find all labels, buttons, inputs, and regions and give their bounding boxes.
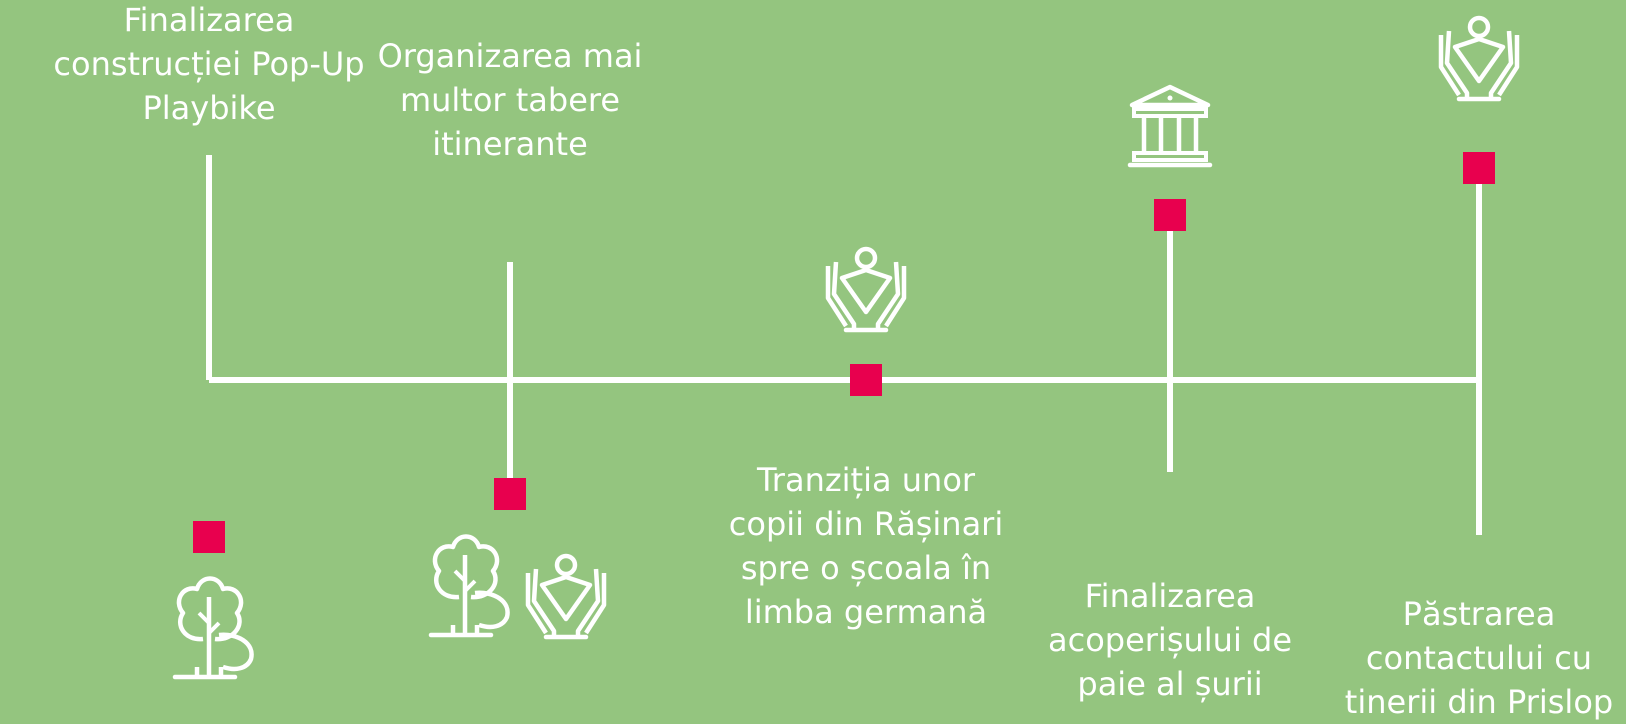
milestone-label-line: copii din Rășinari (728, 505, 1004, 543)
caring-hands-icon (528, 556, 604, 637)
caring-hands-icon (828, 249, 904, 330)
caring-hands-icon (1441, 18, 1517, 99)
milestone-label-line: itinerante (432, 125, 588, 163)
milestone-marker (494, 478, 526, 510)
milestone-label: Păstrarea contactului cu tinerii din Prisl… (1345, 592, 1613, 724)
milestone-label: Organizarea mai multor tabere itinerante (378, 34, 643, 166)
milestone-label-line: Organizarea mai (377, 37, 643, 75)
milestone-label-line: paie al șurii (1077, 665, 1263, 703)
milestone-label-line: limba germană (744, 593, 988, 631)
milestone-marker (193, 521, 225, 553)
milestone-label-line: Finalizarea (1084, 577, 1256, 615)
milestone-marker (1463, 152, 1495, 184)
tree-icon (431, 537, 508, 636)
milestone-label: Finalizarea acoperișului de paie al șurii (1048, 574, 1292, 706)
milestone-label-line: tinerii din Prislop (1344, 683, 1614, 721)
milestone-label-line: spre o școala în (740, 549, 992, 587)
milestone-label-line: Tranziția unor (756, 461, 976, 499)
milestone-label-line: Păstrarea (1402, 595, 1556, 633)
milestone-label-line: construcției Pop-Up (53, 45, 365, 83)
milestone-label-line: acoperișului de (1047, 621, 1293, 659)
milestone-label-line: Finalizarea (123, 1, 295, 39)
milestone-marker (850, 364, 882, 396)
milestone-label-line: multor tabere (399, 81, 621, 119)
milestone-label: Tranziția unor copii din Rășinari spre o ș… (729, 458, 1003, 634)
milestone-marker (1154, 199, 1186, 231)
milestone-label-line: Playbike (142, 89, 276, 127)
institution-icon (1130, 87, 1210, 165)
tree-icon (175, 579, 252, 678)
milestone-label-line: contactului cu (1365, 639, 1593, 677)
